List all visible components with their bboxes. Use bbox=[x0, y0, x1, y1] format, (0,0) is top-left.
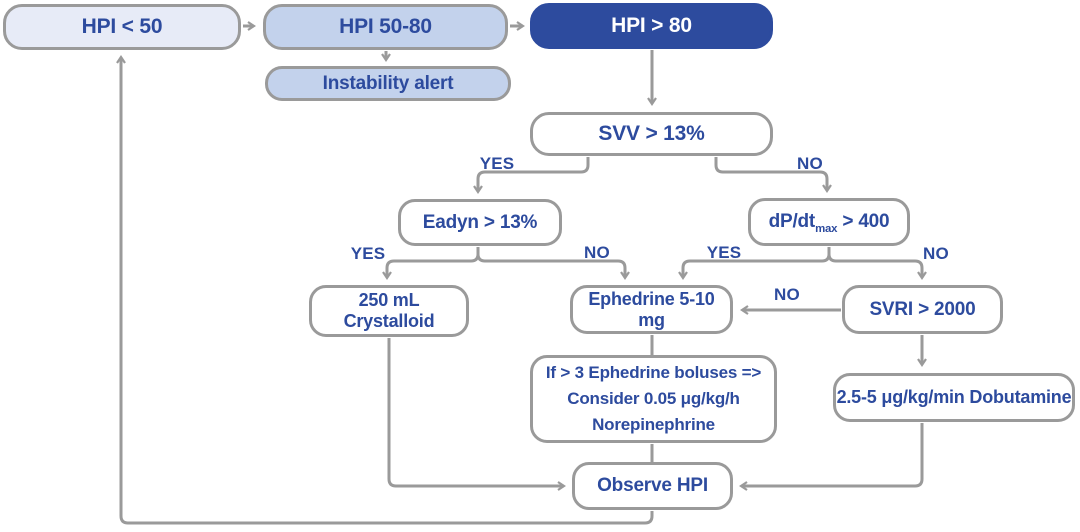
node-label: 250 mL Crystalloid bbox=[343, 290, 435, 331]
edge-label-svv-no: NO bbox=[797, 154, 823, 173]
edge-dpdt-yes-to-ephedrine bbox=[678, 247, 831, 280]
edge-crystalloid-to-observe bbox=[387, 338, 566, 491]
edge-dpdt-no-to-svri bbox=[827, 247, 927, 280]
node-hpi-gt-80: HPI > 80 bbox=[530, 3, 773, 49]
node-label: Ephedrine 5-10 mg bbox=[588, 288, 715, 330]
node-label: Observe HPI bbox=[597, 475, 708, 496]
node-observe-hpi: Observe HPI bbox=[572, 462, 733, 510]
edge-label-dpdt-no: NO bbox=[923, 244, 949, 263]
node-label: Eadyn > 13% bbox=[422, 211, 538, 233]
node-label: HPI < 50 bbox=[81, 15, 163, 38]
node-label: HPI > 80 bbox=[611, 14, 692, 37]
node-svv: SVV > 13% bbox=[530, 112, 773, 156]
norepinephrine-line-3: Norepinephrine bbox=[592, 415, 715, 434]
edge-label-eadyn-no: NO bbox=[584, 243, 610, 262]
node-eadyn: Eadyn > 13% bbox=[398, 199, 562, 246]
edge-eadyn-no-to-ephedrine bbox=[476, 247, 630, 280]
norepinephrine-line-2: Consider 0.05 μg/kg/h bbox=[567, 389, 740, 408]
node-label: dP/dtmax > 400 bbox=[768, 211, 890, 235]
subscript-max: max bbox=[815, 222, 838, 235]
norepinephrine-line-1: If > 3 Ephedrine boluses => bbox=[545, 363, 762, 382]
node-hpi-50-80: HPI 50-80 bbox=[263, 4, 508, 50]
node-dobutamine: 2.5-5 μg/kg/min Dobutamine bbox=[833, 373, 1075, 422]
node-label: Instability alert bbox=[322, 72, 454, 94]
edge-dobutamine-to-observe bbox=[739, 423, 924, 491]
node-label: SVRI > 2000 bbox=[869, 298, 976, 320]
edge-observe-loop-to-hpi50 bbox=[116, 55, 654, 525]
edge-label-svv-yes: YES bbox=[479, 154, 515, 173]
edge-svv-yes-to-eadyn bbox=[473, 157, 590, 194]
edge-eadyn-yes-to-crystalloid bbox=[382, 247, 480, 280]
edge-label-svri-no: NO bbox=[774, 285, 800, 304]
edge-svv-no-to-dpdt bbox=[714, 157, 832, 193]
node-norepinephrine: If > 3 Ephedrine boluses => Consider 0.0… bbox=[530, 355, 777, 443]
node-ephedrine: Ephedrine 5-10 mg bbox=[570, 285, 733, 334]
node-hpi-lt-50: HPI < 50 bbox=[3, 4, 241, 50]
node-label: HPI 50-80 bbox=[339, 15, 432, 38]
edge-label-eadyn-yes: YES bbox=[350, 244, 386, 263]
node-svri: SVRI > 2000 bbox=[842, 285, 1003, 334]
node-instability-alert: Instability alert bbox=[265, 66, 511, 101]
node-label: SVV > 13% bbox=[598, 122, 705, 145]
edge-label-dpdt-yes: YES bbox=[706, 243, 742, 262]
node-crystalloid: 250 mL Crystalloid bbox=[309, 285, 469, 337]
node-dpdt-max: dP/dtmax > 400 bbox=[748, 198, 910, 246]
node-label: If > 3 Ephedrine boluses => Consider 0.0… bbox=[540, 360, 767, 438]
node-label: 2.5-5 μg/kg/min Dobutamine bbox=[836, 387, 1072, 407]
